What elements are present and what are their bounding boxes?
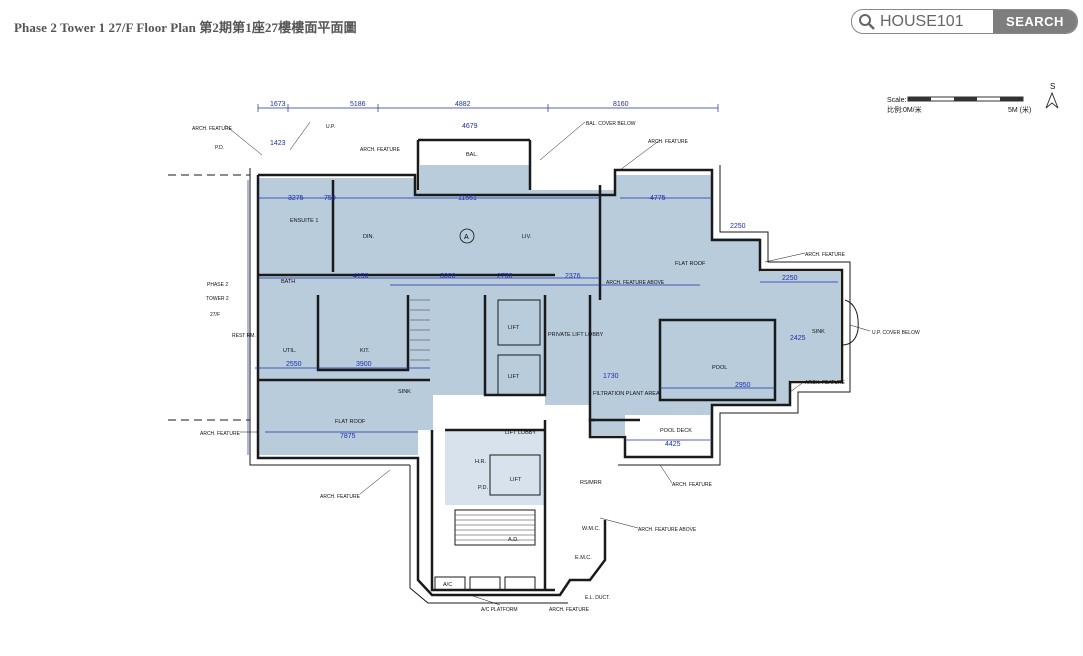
room-pool: POOL xyxy=(712,365,727,371)
marker-label: A xyxy=(464,234,469,241)
room-lift-1: LIFT xyxy=(508,325,520,331)
dimensions: 1673 5186 4882 8160 1423 4679 3275 750 1… xyxy=(270,101,806,448)
dim-13: 7875 xyxy=(340,433,356,440)
room-bal: BAL. xyxy=(466,152,478,158)
dim-16: 3900 xyxy=(356,361,372,368)
room-din: DIN. xyxy=(363,234,374,240)
room-labels: ENSUITE 1 DIN. LIV. FLAT ROOF FLAT ROOF … xyxy=(281,152,825,588)
note-phase: PHASE 2 xyxy=(207,282,228,288)
room-liv: LIV. xyxy=(522,234,532,240)
room-hr: H.R. xyxy=(475,459,486,465)
note-up: U.P. xyxy=(326,124,335,130)
note-arch-feature-above: ARCH. FEATURE ABOVE xyxy=(606,280,665,286)
search-value: HOUSE101 xyxy=(880,12,964,30)
dim-3: 11551 xyxy=(458,195,477,202)
note-arch-above: ARCH. FEATURE ABOVE xyxy=(638,527,697,533)
plan-fill xyxy=(258,165,840,505)
dim-9: 2750 xyxy=(497,273,513,280)
dim-5: 2250 xyxy=(730,223,746,230)
room-rs-mrr: RS/MRR xyxy=(580,480,602,486)
dim-8: 3000 xyxy=(440,273,456,280)
note-floor: 27/F xyxy=(210,312,220,318)
note-arch-b3: ARCH. FEATURE xyxy=(549,607,590,613)
room-bath: BATH xyxy=(281,279,295,285)
room-lift-lobby: LIFT LOBBY xyxy=(505,430,536,436)
note-tower: TOWER 2 xyxy=(206,296,229,302)
dim-2: 750 xyxy=(324,195,336,202)
room-flat-roof-left: FLAT ROOF xyxy=(335,419,366,425)
room-wmc: W.M.C. xyxy=(582,526,600,532)
room-lift-2: LIFT xyxy=(508,374,520,380)
room-private-lobby: PRIVATE LIFT LOBBY xyxy=(548,332,604,338)
room-pool-deck: POOL DECK xyxy=(660,428,692,434)
note-bal-cover: BAL. COVER BELOW xyxy=(586,121,636,127)
room-ad: A.D. xyxy=(508,537,519,543)
room-emc: E.M.C. xyxy=(575,555,592,561)
note-arch-b2: ARCH. FEATURE xyxy=(672,482,713,488)
dimension-lines xyxy=(247,104,838,455)
note-arch-r2: ARCH. FEATURE xyxy=(805,380,846,386)
note-arch-2: ARCH. FEATURE xyxy=(360,147,401,153)
room-sink: SINK xyxy=(398,389,411,395)
note-arch-3: ARCH. FEATURE xyxy=(648,139,689,145)
dim-top2-2: 4679 xyxy=(462,123,478,130)
scale-bar: Scale: 比例:0M/米 5M (米) S xyxy=(887,82,1059,114)
page-title: Phase 2 Tower 1 27/F Floor Plan 第2期第1座27… xyxy=(14,20,357,35)
dim-12: 2950 xyxy=(735,382,751,389)
room-ensuite: ENSUITE 1 xyxy=(290,218,318,224)
dim-top-2: 5186 xyxy=(350,101,366,108)
room-kit: KIT. xyxy=(360,348,370,354)
dim-15: 1730 xyxy=(603,373,619,380)
dim-top-3: 4882 xyxy=(455,101,471,108)
note-el-duct: E.L. DUCT. xyxy=(585,595,610,601)
dim-6: 2250 xyxy=(782,275,798,282)
dim-11: 2425 xyxy=(790,335,806,342)
search-input[interactable]: HOUSE101 xyxy=(852,10,993,33)
note-arch-b1: ARCH. FEATURE xyxy=(320,494,361,500)
stairs xyxy=(410,299,535,541)
note-arch-left: ARCH. FEATURE xyxy=(200,431,241,437)
north-arrow-icon xyxy=(1045,91,1059,109)
note-rest: REST RM. xyxy=(232,333,256,339)
outer-walls xyxy=(168,165,859,604)
search-button[interactable]: SEARCH xyxy=(993,10,1077,33)
dim-4: 4775 xyxy=(650,195,666,202)
room-flat-roof-right: FLAT ROOF xyxy=(675,261,706,267)
marker-circle xyxy=(459,228,475,244)
notes: ARCH. FEATURE P.D. U.P. BAL. COVER BELOW… xyxy=(192,121,920,613)
room-util: UTIL. xyxy=(283,348,297,354)
scale-label: Scale: xyxy=(887,97,907,104)
dim-7: 4150 xyxy=(353,273,369,280)
room-lift-3: LIFT xyxy=(510,477,522,483)
dim-1: 3275 xyxy=(288,195,304,202)
note-arch-r1: ARCH. FEATURE xyxy=(805,252,846,258)
dim-10: 2376 xyxy=(565,273,581,280)
room-filtration: FILTRATION PLANT AREA xyxy=(593,391,660,397)
dim-17: 2550 xyxy=(286,361,302,368)
dim-top-4: 8160 xyxy=(613,101,629,108)
walls xyxy=(256,138,844,597)
search-icon xyxy=(859,13,875,30)
dim-top-1: 1673 xyxy=(270,101,286,108)
room-sink-2: SINK xyxy=(812,329,825,335)
note-arch-1: ARCH. FEATURE xyxy=(192,126,233,132)
north-label: S xyxy=(1050,82,1055,91)
scale-zero: 比例:0M/米 xyxy=(887,105,922,114)
note-pd-top: P.D. xyxy=(215,145,224,151)
note-ac-platform: A/C PLATFORM xyxy=(481,607,518,613)
leader-lines xyxy=(224,121,871,606)
dim-top2-1: 1423 xyxy=(270,140,286,147)
dim-14: 4425 xyxy=(665,441,681,448)
note-up-cover: U.P. COVER BELOW xyxy=(872,330,920,336)
search-bar[interactable]: HOUSE101 SEARCH xyxy=(851,9,1078,34)
room-ac: A/C xyxy=(443,582,452,588)
scale-five: 5M (米) xyxy=(1008,105,1031,114)
room-pd: P.D. xyxy=(478,485,488,491)
